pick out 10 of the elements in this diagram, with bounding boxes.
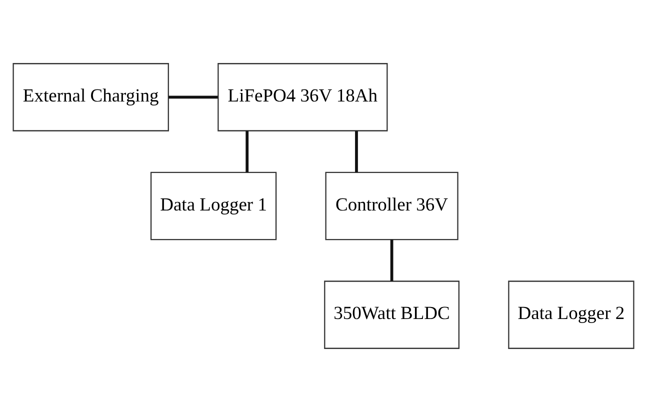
node-box: Data Logger 2 — [508, 280, 634, 348]
node-box: External Charging — [12, 62, 169, 131]
node-box: Data Logger 1 — [150, 171, 277, 240]
node-box: LiFePO4 36V 18Ah — [218, 62, 388, 131]
node-box: Controller 36V — [325, 171, 458, 240]
connector — [355, 130, 358, 172]
node-box: 350Watt BLDC — [324, 280, 460, 348]
connector — [168, 95, 218, 98]
connector — [390, 239, 394, 280]
connector — [246, 130, 249, 172]
